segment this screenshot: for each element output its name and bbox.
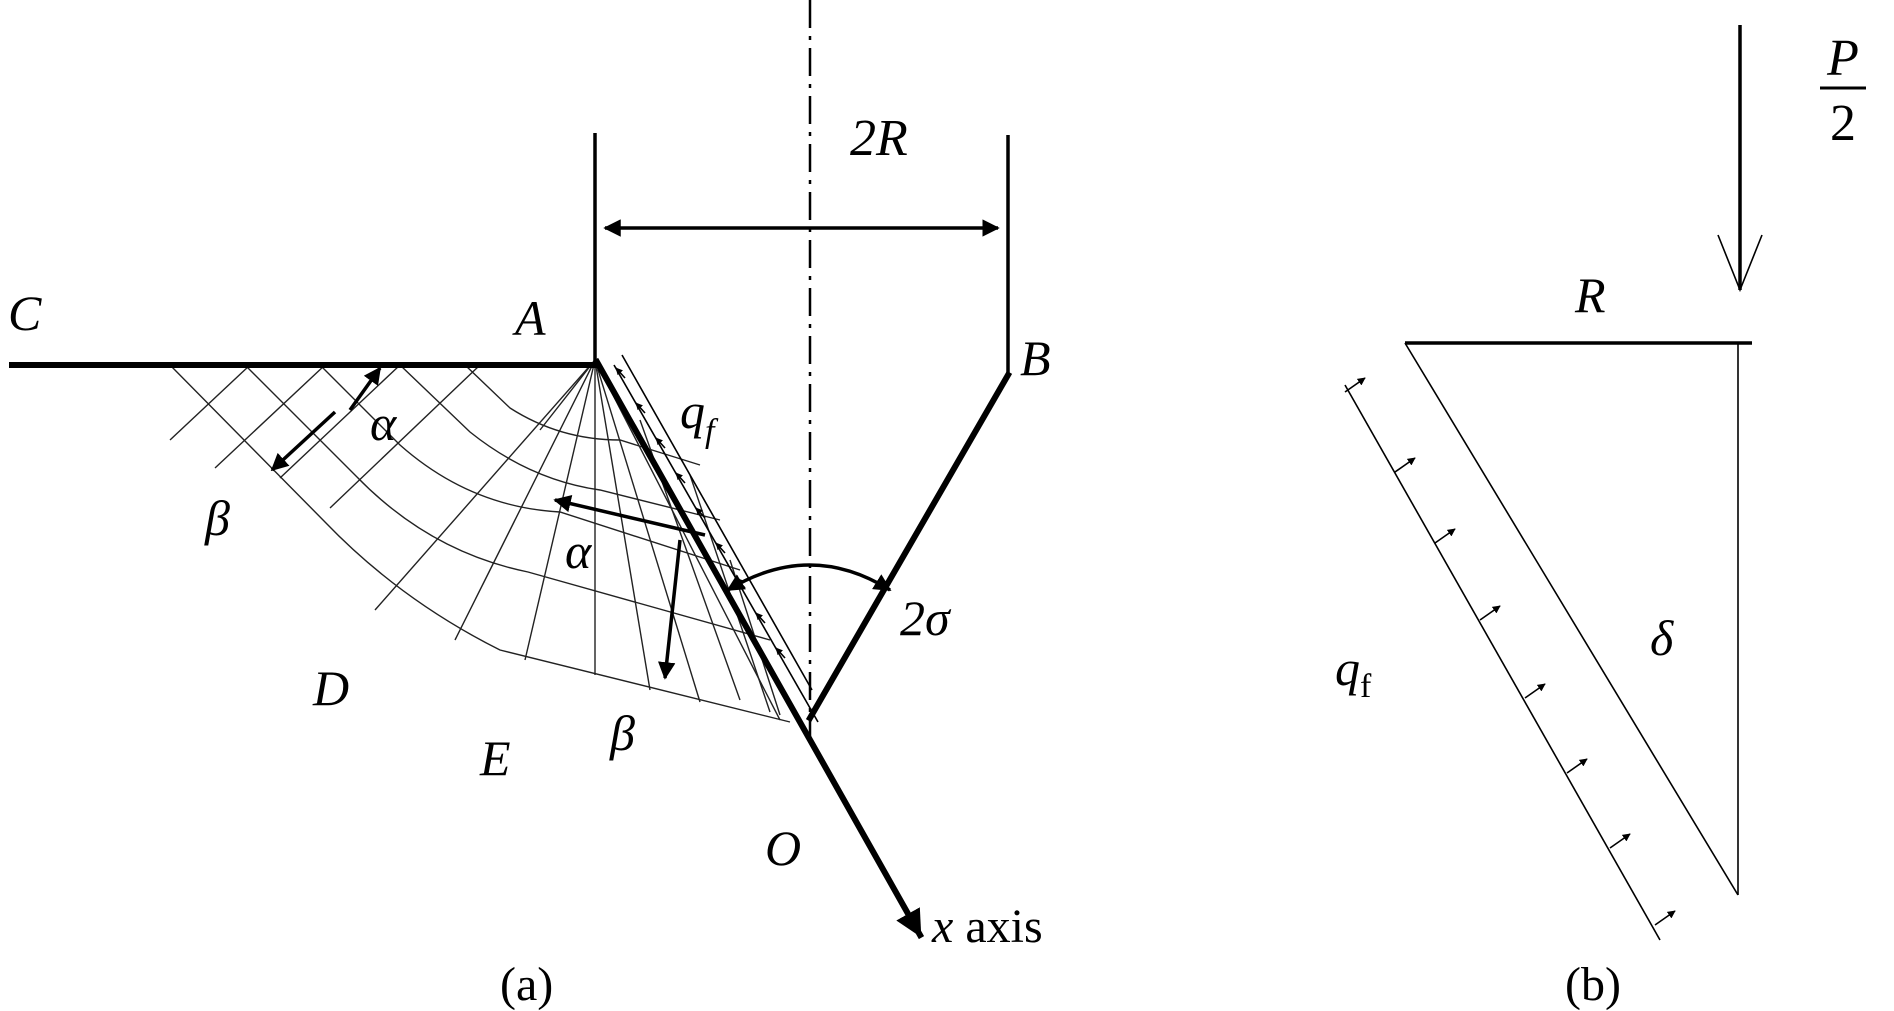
indenter-right-face bbox=[805, 370, 1013, 723]
label-a: A bbox=[512, 290, 546, 346]
two-sigma-arc bbox=[726, 563, 892, 592]
label-c: C bbox=[8, 285, 42, 341]
alpha-arrow-2 bbox=[553, 495, 706, 537]
alpha-arrow-1 bbox=[348, 366, 382, 412]
friction-layer-line bbox=[1344, 384, 1661, 941]
label-beta-1: β bbox=[204, 490, 230, 546]
friction-layer bbox=[613, 354, 819, 723]
label-two: 2 bbox=[1830, 95, 1856, 152]
x-axis-line bbox=[592, 357, 925, 940]
beta-arrow-2 bbox=[658, 539, 682, 680]
label-2-sigma: 2σ bbox=[900, 590, 952, 646]
caption-a: (a) bbox=[500, 958, 553, 1011]
label-2r: 2R bbox=[850, 110, 908, 167]
triangle-hypotenuse bbox=[1404, 342, 1739, 896]
panel-a: C A B D E O 2R qf α α β β 2σ x axis (a) bbox=[8, 0, 1051, 1011]
label-beta-2: β bbox=[609, 705, 635, 761]
friction-arrows-b bbox=[1344, 377, 1676, 926]
label-e: E bbox=[479, 730, 511, 786]
label-q-f: qf bbox=[680, 383, 719, 450]
panel-b: P 2 R δ qf (b) bbox=[1335, 25, 1866, 1011]
load-arrow-head bbox=[1717, 234, 1763, 293]
label-delta: δ bbox=[1650, 610, 1674, 666]
label-o: O bbox=[765, 820, 801, 876]
label-q-f-b: qf bbox=[1335, 640, 1372, 705]
label-x-axis: x axis bbox=[931, 900, 1043, 953]
label-p: P bbox=[1826, 30, 1859, 87]
label-r: R bbox=[1574, 267, 1606, 323]
label-d: D bbox=[312, 660, 349, 716]
caption-b: (b) bbox=[1565, 958, 1621, 1011]
beta-arrow-1 bbox=[270, 410, 337, 472]
label-alpha-1: α bbox=[370, 395, 398, 451]
label-b: B bbox=[1020, 330, 1051, 386]
label-alpha-2: α bbox=[565, 523, 593, 579]
